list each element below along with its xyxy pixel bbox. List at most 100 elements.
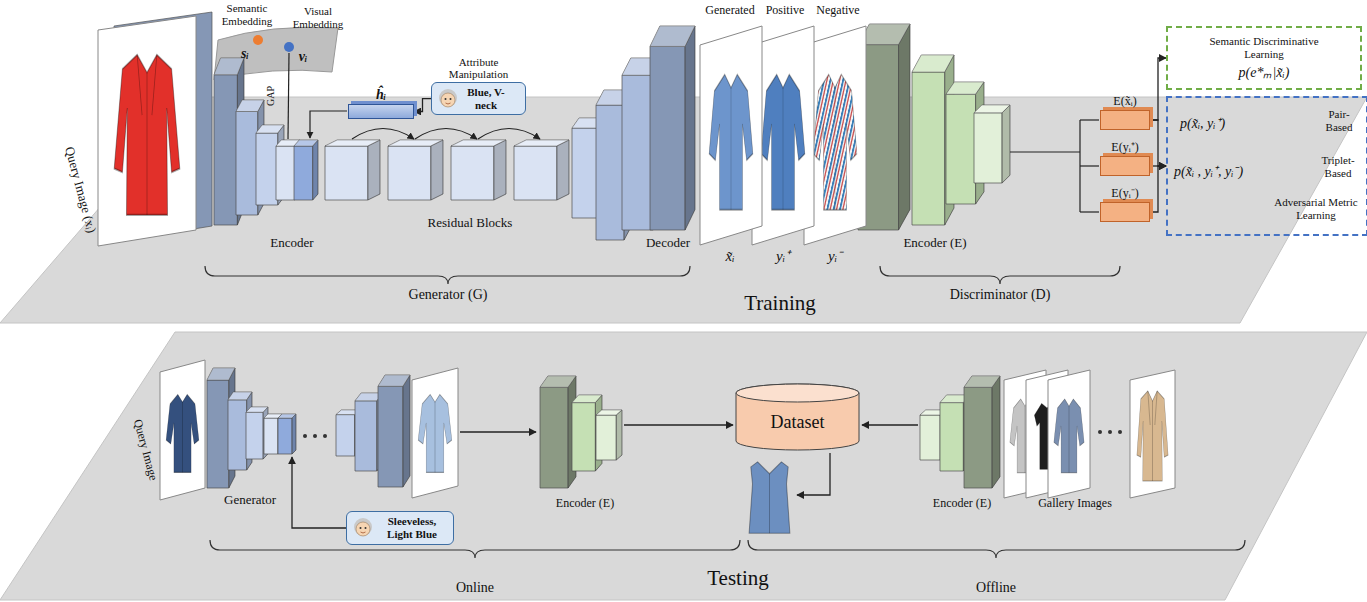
box-text: p(x̃ᵢ , yᵢ⁺, yᵢ⁻) <box>1174 164 1243 180</box>
attribute-box: Attribute ManipulationBlue, V-neck <box>431 82 526 115</box>
avatar-icon <box>361 532 366 533</box>
test-query-image <box>166 395 199 473</box>
gallery-images <box>1048 370 1090 498</box>
box-text: Semantic Discriminative Learning <box>1206 35 1322 60</box>
box-text: p(x̃ᵢ, yᵢ⁺) <box>1180 116 1225 132</box>
test-generator <box>323 434 327 438</box>
image-triplet <box>813 75 857 210</box>
avatar-icon <box>365 527 367 529</box>
module-label: Generator <box>224 493 276 508</box>
test-generator <box>378 375 410 487</box>
test-generated-image <box>412 368 458 498</box>
generator-encoder <box>214 58 318 225</box>
flow-arrow <box>862 424 918 425</box>
embedding-box: E(yᵢ⁻) <box>1100 202 1150 222</box>
avatar-icon <box>356 522 370 536</box>
generator-encoder <box>294 140 318 200</box>
group-label: Online <box>456 580 494 596</box>
gallery-images <box>1108 430 1112 434</box>
group-label: Discriminator (D) <box>950 287 1051 303</box>
image-label: Generated <box>705 4 754 18</box>
avatar-icon <box>446 103 451 104</box>
flow-arrow <box>460 431 536 432</box>
embedding-label: Semantic Embedding <box>216 2 278 27</box>
avatar-icon <box>353 517 373 539</box>
embedding-box: E(yᵢ⁺) <box>1100 156 1150 176</box>
box-text: Training <box>744 291 816 315</box>
test-generated-image <box>418 395 452 473</box>
test-generator <box>278 414 296 454</box>
box-heading: E(yᵢ⁺) <box>1111 141 1138 155</box>
test-query-image <box>160 360 205 500</box>
image-label: Gallery Images <box>1038 497 1112 511</box>
test-encoder <box>540 376 576 488</box>
embedding-space <box>253 35 263 45</box>
image-triplet <box>761 75 805 210</box>
gallery-images <box>1054 399 1084 473</box>
loss-box: p(x̃ᵢ, yᵢ⁺)Pair-Basedp(x̃ᵢ , yᵢ⁺, yᵢ⁻)Tr… <box>1166 96 1367 236</box>
avatar-icon <box>439 89 457 107</box>
dataset-cylinder: Dataset <box>735 383 860 451</box>
query-image <box>98 16 196 246</box>
avatar-icon <box>450 98 452 100</box>
test-generator <box>313 434 317 438</box>
module-label: Decoder <box>646 236 690 251</box>
gallery-images <box>1130 370 1175 498</box>
image-triplet <box>709 75 753 210</box>
generator-decoder <box>650 26 695 230</box>
query-image <box>114 55 180 215</box>
group-label: Offline <box>976 580 1016 596</box>
feature-bracket <box>1080 165 1099 166</box>
test-generator <box>303 434 307 438</box>
embedding-box: ĥᵢ <box>348 104 414 119</box>
box-heading: E(yᵢ⁻) <box>1111 187 1138 201</box>
feature-bracket <box>1080 119 1099 120</box>
residual-blocks <box>325 140 380 200</box>
gallery-images <box>1137 391 1168 481</box>
discriminator-encoder <box>974 105 1010 183</box>
group-label: Generator (G) <box>409 287 488 303</box>
module-label: Encoder (E) <box>903 236 966 251</box>
image-label: Query Image (xᵢ) <box>61 145 98 235</box>
operation-label: GAP <box>265 86 277 106</box>
image-triplet <box>700 26 762 245</box>
flow-arrow <box>624 424 733 425</box>
math-label: sᵢ <box>241 46 249 62</box>
test-encoder <box>596 410 622 460</box>
avatar-icon <box>354 518 372 536</box>
box-text: Triplet-Based <box>1314 154 1362 179</box>
image-triplet <box>700 26 866 245</box>
gallery-encoder <box>964 376 1000 488</box>
feature-bracket <box>1010 151 1080 152</box>
generator-decoder <box>572 26 695 240</box>
box-text: Dataset <box>771 412 825 433</box>
cylinder-shape <box>736 384 859 402</box>
residual-blocks <box>388 140 443 200</box>
box-heading: ĥᵢ <box>376 87 386 103</box>
box-text: Testing <box>707 566 769 590</box>
embedding-box: E(x̃ᵢ) <box>1100 110 1150 130</box>
loss-box: Semantic Discriminative Learning p(e*ₘ|x̃… <box>1166 26 1362 90</box>
module-label: Encoder <box>270 236 313 251</box>
math-label: yᵢ⁺ <box>776 248 790 265</box>
avatar-icon <box>441 93 455 107</box>
plane-shape <box>0 97 1367 323</box>
box-text: p(e*ₘ|x̃ᵢ) <box>1239 65 1290 81</box>
gallery-images <box>1118 430 1122 434</box>
cylinder-shape <box>736 384 859 450</box>
image-label: Positive <box>766 4 805 18</box>
avatar-icon <box>445 98 447 100</box>
box-heading: E(x̃ᵢ) <box>1113 95 1136 109</box>
module-label: Encoder (E) <box>933 497 991 511</box>
math-label: yᵢ⁻ <box>828 248 842 265</box>
gallery-images <box>1098 430 1102 434</box>
math-label: x̃ᵢ <box>725 248 734 265</box>
plane-shape <box>0 330 1367 602</box>
box-heading: Attribute Manipulation <box>439 56 519 81</box>
testing-plane: Testing Sleeveless, Light Blue Dataset <box>0 330 1367 602</box>
box-text: Sleeveless, Light Blue <box>377 515 447 540</box>
box-text: Adversarial Metric Learning <box>1272 196 1360 221</box>
plane-shape <box>0 332 1367 600</box>
